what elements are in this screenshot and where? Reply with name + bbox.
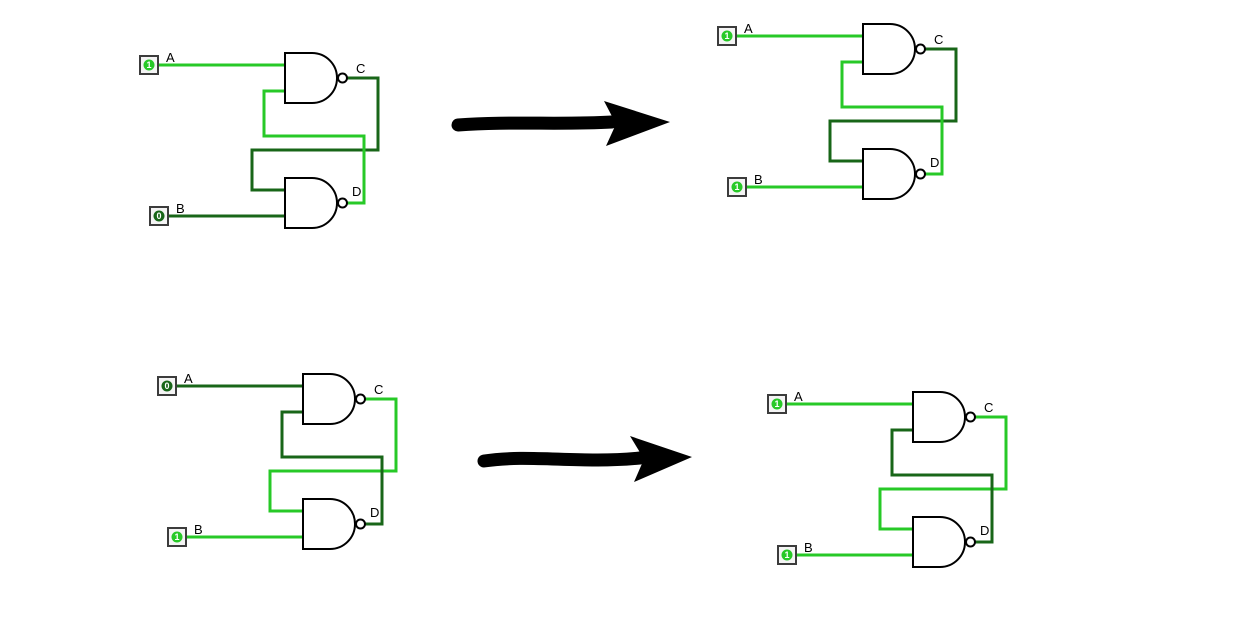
input-b-value: 1	[734, 182, 739, 192]
label-input-b: B	[804, 540, 813, 555]
nand-gate-d	[284, 177, 338, 229]
input-a-state-dot	[143, 59, 155, 71]
input-b-state-dot	[781, 549, 793, 561]
label-input-b: B	[194, 522, 203, 537]
nand-gate-c-bubble	[355, 393, 366, 405]
label-input-a: A	[166, 50, 175, 65]
input-b-value: 1	[784, 550, 789, 560]
wire-feedback-c	[878, 415, 1008, 531]
input-b-state-dot	[153, 210, 165, 222]
nand-gate-c-bubble	[337, 72, 348, 84]
input-b-state-dot	[731, 181, 743, 193]
wire-feedback-d	[280, 410, 384, 526]
wire-feedback-c	[828, 47, 958, 163]
input-b-value: 0	[156, 211, 161, 221]
label-input-a: A	[794, 389, 803, 404]
arrow-shaft	[477, 451, 647, 468]
nand-gate-c-bubble	[965, 411, 976, 423]
label-output-d: D	[352, 184, 361, 199]
input-a-state-dot	[721, 30, 733, 42]
sr-latch-circuit-bottom-left: 0 1 A B C D	[157, 371, 398, 550]
nand-gate-d	[912, 516, 966, 568]
nand-gate-d-bubble	[915, 168, 926, 180]
input-a-state-dot	[771, 398, 783, 410]
label-output-d: D	[980, 523, 989, 538]
nand-gate-d-bubble	[965, 536, 976, 548]
input-a-value: 1	[724, 31, 729, 41]
arrow-shaft	[451, 115, 619, 132]
input-switch-b[interactable]: 0	[149, 206, 169, 226]
wire-feedback-c	[268, 397, 398, 513]
sr-latch-circuit-top-left: 1 0 A B C D	[139, 50, 380, 229]
input-a-state-dot	[161, 380, 173, 392]
nand-gate-c	[284, 52, 338, 104]
arrow-head	[604, 101, 670, 146]
nand-gate-d-bubble	[337, 197, 348, 209]
label-output-c: C	[374, 382, 383, 397]
wire-feedback-d	[840, 60, 944, 176]
nand-gate-d	[302, 498, 356, 550]
label-output-d: D	[930, 155, 939, 170]
input-b-value: 1	[174, 532, 179, 542]
input-switch-b[interactable]: 1	[167, 527, 187, 547]
nand-gate-c-bubble	[915, 43, 926, 55]
label-output-c: C	[984, 400, 993, 415]
input-switch-a[interactable]: 1	[139, 55, 159, 75]
input-switch-b[interactable]: 1	[727, 177, 747, 197]
input-switch-a[interactable]: 1	[767, 394, 787, 414]
nand-gate-d	[862, 148, 916, 200]
input-a-value: 1	[774, 399, 779, 409]
sr-latch-circuit-top-right: 1 1 A B C D	[717, 21, 958, 200]
transition-arrow-top	[451, 101, 670, 146]
label-output-c: C	[934, 32, 943, 47]
label-output-d: D	[370, 505, 379, 520]
label-output-c: C	[356, 61, 365, 76]
label-input-b: B	[176, 201, 185, 216]
input-a-value: 0	[164, 381, 169, 391]
nand-gate-d-bubble	[355, 518, 366, 530]
nand-gate-c	[302, 373, 356, 425]
input-switch-b[interactable]: 1	[777, 545, 797, 565]
input-b-state-dot	[171, 531, 183, 543]
wire-feedback-c	[250, 76, 380, 192]
nand-gate-c	[862, 23, 916, 75]
arrow-head	[630, 436, 692, 482]
label-input-a: A	[184, 371, 193, 386]
transition-arrow-bottom	[477, 436, 692, 482]
label-input-b: B	[754, 172, 763, 187]
input-switch-a[interactable]: 1	[717, 26, 737, 46]
input-a-value: 1	[146, 60, 151, 70]
wire-feedback-d	[262, 89, 366, 205]
label-input-a: A	[744, 21, 753, 36]
nand-gate-c	[912, 391, 966, 443]
sr-latch-circuit-bottom-right: 1 1 A B C D	[767, 389, 1008, 568]
wire-feedback-d	[890, 428, 994, 544]
input-switch-a[interactable]: 0	[157, 376, 177, 396]
